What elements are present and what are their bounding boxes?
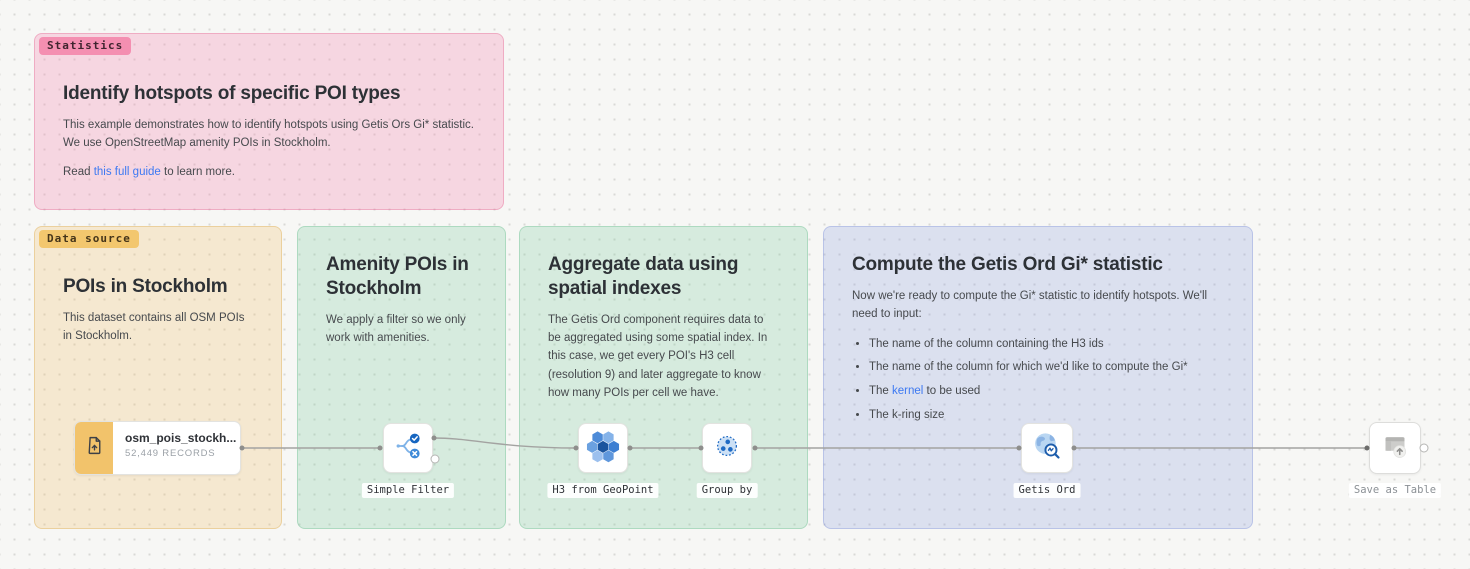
edge-filter-to-h3[interactable] — [433, 437, 577, 449]
node-getis-ord[interactable] — [1021, 423, 1073, 473]
bullet-kring: The k-ring size — [869, 407, 1224, 424]
note-datasource[interactable]: Data source POIs in Stockholm This datas… — [34, 226, 282, 529]
label-getis-ord: Getis Ord — [1013, 483, 1081, 498]
full-guide-link[interactable]: this full guide — [93, 165, 161, 178]
node-group-by[interactable] — [702, 423, 752, 473]
source-text: osm_pois_stockh... 52,449 RECORDS — [113, 422, 240, 474]
table-upload-icon — [1376, 427, 1414, 470]
read-prefix: Read — [63, 165, 94, 178]
note-datasource-body: This dataset contains all OSM POIs in St… — [63, 311, 245, 343]
label-h3-from-geopoint: H3 from GeoPoint — [547, 483, 659, 498]
node-save-as-table[interactable] — [1369, 422, 1421, 474]
note-compute-body: Now we're ready to compute the Gi* stati… — [852, 289, 1208, 321]
source-table-name: osm_pois_stockh... — [125, 431, 237, 445]
node-source[interactable]: osm_pois_stockh... 52,449 RECORDS — [74, 421, 241, 475]
label-group-by: Group by — [696, 483, 758, 498]
note-amenity-title: Amenity POIs in Stockholm — [326, 254, 469, 299]
source-accent-panel — [75, 422, 113, 474]
note-tag-statistics: Statistics — [39, 37, 132, 55]
hexagon-cluster-icon — [583, 426, 623, 471]
note-amenity-body: We apply a filter so we only work with a… — [326, 313, 466, 344]
kernel-prefix: The — [869, 384, 893, 397]
port-filter-output-true[interactable] — [431, 435, 437, 441]
port-filter-input[interactable] — [377, 445, 383, 451]
note-compute-title: Compute the Getis Ord Gi* statistic — [852, 254, 1163, 275]
note-statistics-body: This example demonstrates how to identif… — [63, 118, 474, 150]
node-simple-filter[interactable] — [383, 423, 433, 473]
note-statistics-title: Identify hotspots of specific POI types — [63, 83, 401, 104]
note-statistics-read-line: Read this full guide to learn more. — [63, 163, 475, 181]
port-getisord-output[interactable] — [1071, 445, 1077, 451]
label-simple-filter: Simple Filter — [361, 483, 455, 498]
label-save-as-table: Save as Table — [1348, 483, 1442, 498]
note-datasource-title: POIs in Stockholm — [63, 276, 228, 297]
file-upload-icon — [84, 435, 105, 461]
dashed-circle-dots-icon — [709, 428, 745, 469]
port-filter-output-false[interactable] — [430, 454, 440, 464]
bullet-kernel: The kernel to be used — [869, 383, 1224, 400]
kernel-link[interactable]: kernel — [892, 384, 924, 397]
bullet-h3-ids: The name of the column containing the H3… — [869, 336, 1224, 353]
note-amenity[interactable]: Amenity POIs in Stockholm We apply a fil… — [297, 226, 506, 529]
note-statistics[interactable]: Statistics Identify hotspots of specific… — [34, 33, 504, 210]
port-getisord-input[interactable] — [1016, 445, 1022, 451]
note-aggregate[interactable]: Aggregate data using spatial indexes The… — [519, 226, 808, 529]
port-groupby-input[interactable] — [698, 445, 704, 451]
bullet-column-gi: The name of the column for which we'd li… — [869, 359, 1224, 376]
note-aggregate-title: Aggregate data using spatial indexes — [548, 254, 739, 299]
filter-branch-icon — [390, 428, 426, 469]
port-h3-input[interactable] — [573, 445, 579, 451]
note-compute[interactable]: Compute the Getis Ord Gi* statistic Now … — [823, 226, 1253, 529]
note-tag-datasource: Data source — [39, 230, 139, 248]
node-h3-from-geopoint[interactable] — [578, 423, 628, 473]
port-save-input[interactable] — [1364, 445, 1370, 451]
port-h3-output[interactable] — [627, 445, 633, 451]
kernel-suffix: to be used — [923, 384, 981, 397]
source-record-count: 52,449 RECORDS — [125, 448, 216, 459]
port-save-output[interactable] — [1419, 443, 1429, 453]
port-source-output[interactable] — [239, 445, 245, 451]
note-compute-bullets: The name of the column containing the H3… — [852, 336, 1224, 424]
note-aggregate-body: The Getis Ord component requires data to… — [548, 313, 768, 400]
port-groupby-output[interactable] — [752, 445, 758, 451]
read-suffix: to learn more. — [160, 165, 235, 178]
globe-magnifier-icon — [1028, 427, 1066, 470]
